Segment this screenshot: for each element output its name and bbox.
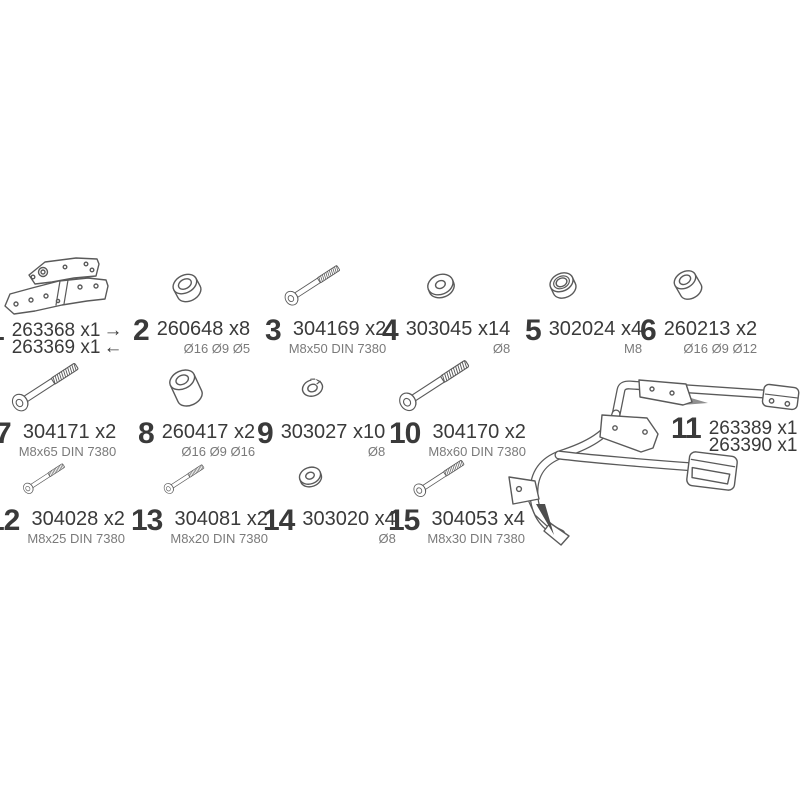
part-code-quantity: 260417 x2 xyxy=(161,421,256,443)
item-number: 3 xyxy=(265,314,282,347)
part-code-quantity: 304053 x4 xyxy=(431,508,525,530)
part-dimensions: Ø16 Ø9 Ø12 xyxy=(683,341,758,356)
item-number: 1 xyxy=(0,316,5,346)
flat-washer-illustration xyxy=(298,466,323,488)
item-number: 10 xyxy=(389,417,421,450)
spacer-ring-illustration xyxy=(172,273,202,303)
part-dimensions: Ø8 xyxy=(492,341,511,356)
item-number: 4 xyxy=(382,314,399,347)
part-code-quantity: 304028 x2 xyxy=(31,508,125,530)
part-code-quantity: 304169 x2 xyxy=(292,318,387,340)
mounting-bracket-plates-illustration xyxy=(4,257,109,315)
part-code-quantity: 260648 x8 xyxy=(156,318,251,340)
part-code-quantity: 304171 x2 xyxy=(22,421,117,443)
nut-illustration xyxy=(549,272,577,299)
part-dimensions: M8x25 DIN 7380 xyxy=(27,531,125,546)
item-number: 14 xyxy=(263,504,295,537)
part-dimensions: M8x20 DIN 7380 xyxy=(170,531,268,546)
part-dimensions: M8x60 DIN 7380 xyxy=(428,444,526,459)
part-code-quantity: 260213 x2 xyxy=(663,318,758,340)
part-code-quantity: 263389 x1→ xyxy=(708,418,798,439)
item-number: 12 xyxy=(0,504,20,537)
part-dimensions: M8x30 DIN 7380 xyxy=(427,531,525,546)
short-bolt-illustration xyxy=(21,461,67,496)
bolt-illustration xyxy=(411,457,467,500)
long-bolt-illustration xyxy=(9,359,82,415)
item-number: 2 xyxy=(133,314,150,347)
part-dimensions: M8 xyxy=(624,341,643,356)
direction-arrow-right: → xyxy=(103,320,123,341)
part-code-quantity: 302024 x4 xyxy=(548,318,643,340)
part-code-quantity: 303045 x14 xyxy=(405,318,511,340)
flat-washer-illustration xyxy=(427,273,455,299)
item-number: 6 xyxy=(640,314,657,347)
item-number: 7 xyxy=(0,417,12,450)
item-number: 13 xyxy=(131,504,163,537)
spring-washer-illustration xyxy=(301,377,324,397)
part-dimensions: Ø8 xyxy=(378,531,396,546)
item-number: 11 xyxy=(671,412,702,445)
part-code-quantity: 263368 x1→ xyxy=(11,320,123,341)
item-number: 15 xyxy=(388,504,420,537)
part-code-quantity: 263369 x1← xyxy=(11,337,123,358)
part-dimensions: M8x65 DIN 7380 xyxy=(18,444,117,459)
pannier-rack-frame-illustration xyxy=(508,379,800,546)
item-number: 8 xyxy=(138,417,155,450)
part-dimensions: Ø16 Ø9 Ø16 xyxy=(181,444,256,459)
part-dimensions: Ø16 Ø9 Ø5 xyxy=(183,341,251,356)
part-code-quantity: 263390 x1← xyxy=(708,435,798,456)
bolt-illustration xyxy=(396,356,473,415)
direction-arrow-left: ← xyxy=(103,337,123,358)
item-number: 5 xyxy=(525,314,542,347)
part-dimensions: Ø8 xyxy=(367,444,386,459)
short-bolt-illustration xyxy=(162,462,207,496)
part-dimensions: M8x50 DIN 7380 xyxy=(288,341,387,356)
part-code-quantity: 303020 x4 xyxy=(302,508,396,530)
part-code-quantity: 303027 x10 xyxy=(280,421,386,443)
tall-spacer-bushing-illustration xyxy=(169,369,203,407)
bolt-illustration xyxy=(282,262,343,308)
part-code-quantity: 304081 x2 xyxy=(174,508,268,530)
item-number: 9 xyxy=(257,417,274,450)
part-code-quantity: 304170 x2 xyxy=(432,421,526,443)
spacer-bushing-illustration xyxy=(673,270,703,300)
